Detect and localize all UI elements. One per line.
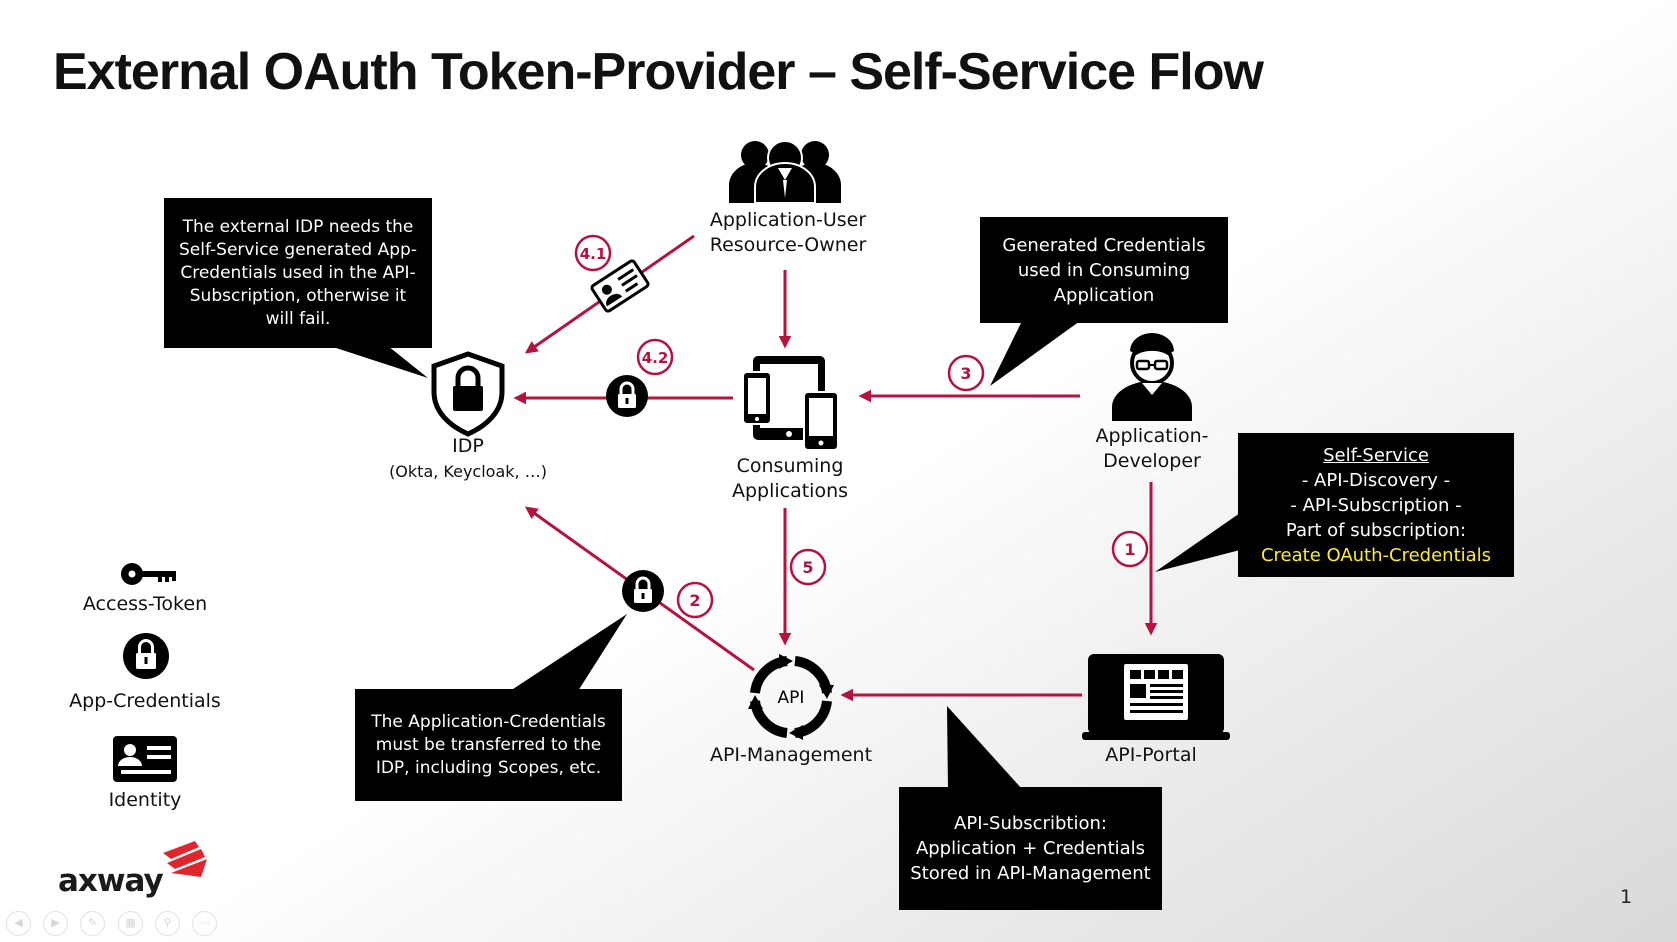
node-developer-label: Application- Developer [1072, 424, 1232, 474]
id-card-icon [590, 259, 650, 313]
page-number: 1 [1620, 886, 1633, 908]
grid-icon: ▦ [125, 917, 136, 929]
callout-line: - API-Subscription - [1290, 494, 1462, 516]
more-options-button[interactable]: ⋯ [192, 911, 217, 936]
callout-line: used in Consuming [1017, 259, 1191, 281]
idp-subtitle: (Okta, Keycloak, …) [389, 462, 547, 481]
callout-line: Application + Credentials [915, 838, 1146, 859]
callout-subscription-note [899, 706, 1162, 910]
callout-self-service [1155, 433, 1514, 577]
pen-icon: ✎ [87, 917, 98, 929]
callout-line: Part of subscription: [1285, 519, 1467, 541]
node-idp-label: IDP (Okta, Keycloak, …) [378, 434, 558, 484]
developer-line1: Application- [1095, 425, 1209, 447]
consuming-line1: Consuming [736, 455, 844, 477]
step-label-1: 1 [1124, 540, 1135, 559]
node-app-user-label: Application-User Resource-Owner [688, 208, 888, 258]
callout-line: - API-Discovery - [1301, 469, 1451, 491]
consuming-line2: Applications [731, 480, 849, 502]
step-label-4-2: 4.2 [642, 349, 669, 367]
developer-avatar-icon [1112, 333, 1192, 421]
lock-icon [123, 633, 169, 679]
callout-line: Subscription, otherwise it [189, 285, 407, 306]
node-api-portal-label: API-Portal [1105, 744, 1197, 766]
api-cycle-icon: API [748, 654, 834, 740]
step-marker-4-2: 4.2 [636, 338, 674, 376]
next-slide-button[interactable]: ▶ [43, 911, 68, 936]
node-consuming-label: Consuming Applications [710, 454, 870, 504]
callout-idp-note-text: The external IDP needs the Self-Service … [164, 198, 432, 348]
laptop-portal-icon [1082, 654, 1230, 740]
callout-line: The Application-Credentials [371, 711, 606, 732]
lock-icon [622, 570, 664, 612]
pen-tool-button[interactable]: ✎ [80, 911, 105, 936]
people-group-icon [729, 140, 841, 204]
axway-logo-text: axway [58, 863, 164, 899]
prev-slide-button[interactable]: ◀ [6, 911, 31, 936]
axway-chevron-icon [163, 841, 207, 877]
callout-transfer-note-text: The Application-Credentials must be tran… [355, 689, 622, 801]
app-user-line1: Application-User [709, 209, 867, 231]
self-service-highlight: Create OAuth-Credentials [1260, 544, 1492, 566]
callout-line: Credentials used in the API- [180, 262, 416, 283]
slides-overview-button[interactable]: ▦ [118, 911, 143, 936]
callout-line: will fail. [265, 308, 331, 329]
step-marker-3: 3 [947, 354, 985, 392]
app-user-line2: Resource-Owner [709, 234, 867, 256]
callout-line: API-Subscribtion: [954, 813, 1107, 834]
legend-app-credentials-label: App-Credentials [69, 690, 221, 712]
callout-line: Stored in API-Management [910, 863, 1151, 884]
callout-line: IDP, including Scopes, etc. [375, 757, 602, 778]
chevron-left-icon: ◀ [14, 917, 23, 929]
self-service-heading: Self-Service [1323, 444, 1429, 466]
step-marker-4-1: 4.1 [574, 234, 612, 272]
lock-icon [606, 375, 648, 417]
callout-line: The external IDP needs the [182, 216, 414, 237]
slide-title: External OAuth Token-Provider – Self-Ser… [53, 43, 1264, 101]
callout-self-service-text: Self-Service - API-Discovery - - API-Sub… [1238, 433, 1514, 577]
step-marker-1: 1 [1111, 530, 1149, 568]
zoom-button[interactable]: ⚲ [155, 911, 180, 936]
callout-line: Application [1053, 284, 1155, 306]
step-marker-2: 2 [676, 581, 714, 619]
key-icon [121, 563, 176, 585]
step-label-3: 3 [960, 364, 971, 383]
legend-identity-label: Identity [108, 789, 182, 811]
devices-icon [742, 356, 839, 451]
step-label-4-1: 4.1 [580, 245, 607, 263]
legend-access-token-label: Access-Token [82, 593, 208, 615]
chevron-right-icon: ▶ [51, 917, 60, 929]
callout-generated-credentials-text: Generated Credentials used in Consuming … [980, 217, 1228, 323]
idp-title: IDP [452, 435, 484, 457]
callout-idp-note [164, 198, 432, 378]
step-marker-5: 5 [789, 548, 827, 586]
callout-line: Generated Credentials [1002, 234, 1206, 256]
id-card-icon [113, 736, 177, 782]
callout-line: must be transferred to the [375, 734, 602, 755]
callout-transfer-note [355, 614, 627, 801]
developer-line2: Developer [1103, 450, 1201, 472]
step-label-5: 5 [802, 558, 813, 577]
shield-lock-icon [431, 351, 505, 437]
step-label-2: 2 [689, 591, 700, 610]
callout-line: Self-Service generated App- [179, 239, 417, 260]
magnifier-icon: ⚲ [163, 917, 172, 929]
api-icon-text: API [778, 688, 805, 708]
callout-generated-credentials [980, 217, 1228, 386]
callout-subscription-note-text: API-Subscribtion: Application + Credenti… [899, 787, 1162, 910]
ellipsis-icon: ⋯ [199, 917, 210, 929]
node-api-management-label: API-Management [709, 744, 873, 766]
